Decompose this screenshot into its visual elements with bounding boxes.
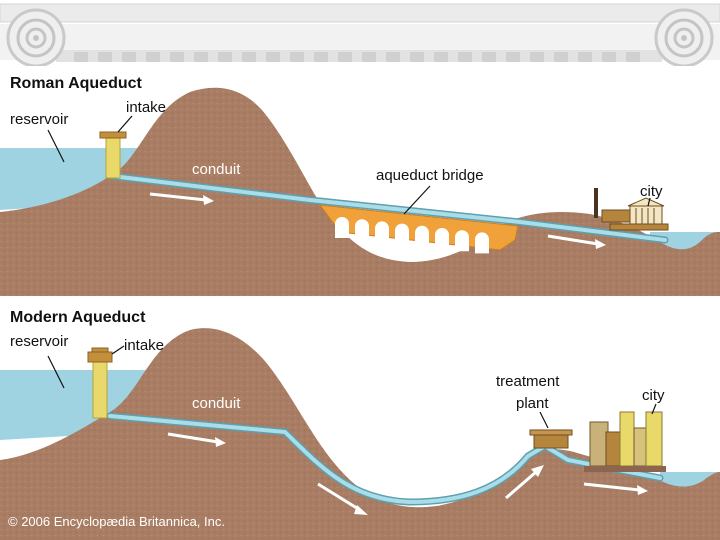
dentil-block	[602, 52, 616, 62]
dentil-block	[626, 52, 640, 62]
modern-conduit-label: conduit	[192, 395, 241, 412]
roman-conduit-label: conduit	[192, 161, 241, 178]
bridge-arch	[455, 230, 469, 252]
roman-city	[594, 188, 669, 231]
modern-hill	[0, 328, 720, 540]
modern-flow-arrow-4	[583, 482, 641, 492]
dentil-block	[290, 52, 304, 62]
modern-flow-arrow-3	[505, 470, 537, 500]
ionic-capital-banner	[0, 0, 720, 72]
modern-flow-arrow-1	[167, 432, 219, 444]
dentil-block	[554, 52, 568, 62]
bridge-arch	[435, 228, 449, 249]
dentil-block	[146, 52, 160, 62]
modern-city	[584, 411, 666, 472]
modern-title: Modern Aqueduct	[10, 309, 146, 326]
dentil-block	[386, 52, 400, 62]
roman-panel: Roman Aqueduct reservoir intake conduit …	[0, 66, 720, 297]
dentil-block	[218, 52, 232, 62]
bridge-arch	[375, 221, 389, 243]
dentil-block	[410, 52, 424, 62]
roman-flow-arrow-1	[149, 192, 207, 202]
roman-city-label: city	[640, 183, 663, 200]
bridge-arch	[415, 225, 429, 247]
dentil-block	[266, 52, 280, 62]
dentil-block	[458, 52, 472, 62]
roman-reservoir-label: reservoir	[10, 111, 68, 128]
bridge-arch	[475, 232, 489, 254]
modern-intake-tower	[87, 347, 113, 419]
roman-hill	[0, 87, 720, 297]
dentil-block	[98, 52, 112, 62]
volute-left-icon	[6, 8, 66, 68]
copyright-credit: © 2006 Encyclopædia Britannica, Inc.	[8, 514, 225, 529]
modern-panel: Modern Aqueduct reservoir intake conduit…	[0, 302, 720, 540]
dentil-block	[434, 52, 448, 62]
modern-intake-label: intake	[124, 337, 164, 354]
bridge-arch	[355, 219, 369, 241]
roman-intake-label: intake	[126, 99, 166, 116]
dentil-block	[242, 52, 256, 62]
dentil-block	[362, 52, 376, 62]
dentil-block	[530, 52, 544, 62]
volute-right-icon	[654, 8, 714, 68]
roman-intake-tower	[99, 131, 127, 179]
modern-city-label: city	[642, 387, 665, 404]
dentil-block	[506, 52, 520, 62]
dentil-block	[578, 52, 592, 62]
treatment-plant-label-line1: treatment	[496, 373, 560, 390]
modern-reservoir-label: reservoir	[10, 333, 68, 350]
roman-title: Roman Aqueduct	[10, 75, 143, 92]
aqueduct-bridge-label: aqueduct bridge	[376, 167, 484, 184]
panel-divider	[0, 296, 720, 302]
bridge-arch	[335, 217, 349, 238]
aqueduct-bridge	[318, 204, 519, 254]
roman-flow-arrow-2	[547, 234, 599, 246]
treatment-plant-label-line2: plant	[516, 395, 549, 412]
treatment-plant	[529, 429, 573, 449]
dentil-block	[482, 52, 496, 62]
bridge-arch	[395, 223, 409, 245]
dentil-block	[338, 52, 352, 62]
dentil-block	[74, 52, 88, 62]
modern-flow-arrow-2	[317, 482, 361, 512]
dentil-block	[170, 52, 184, 62]
dentil-block	[122, 52, 136, 62]
dentil-block	[194, 52, 208, 62]
dentil-block	[314, 52, 328, 62]
